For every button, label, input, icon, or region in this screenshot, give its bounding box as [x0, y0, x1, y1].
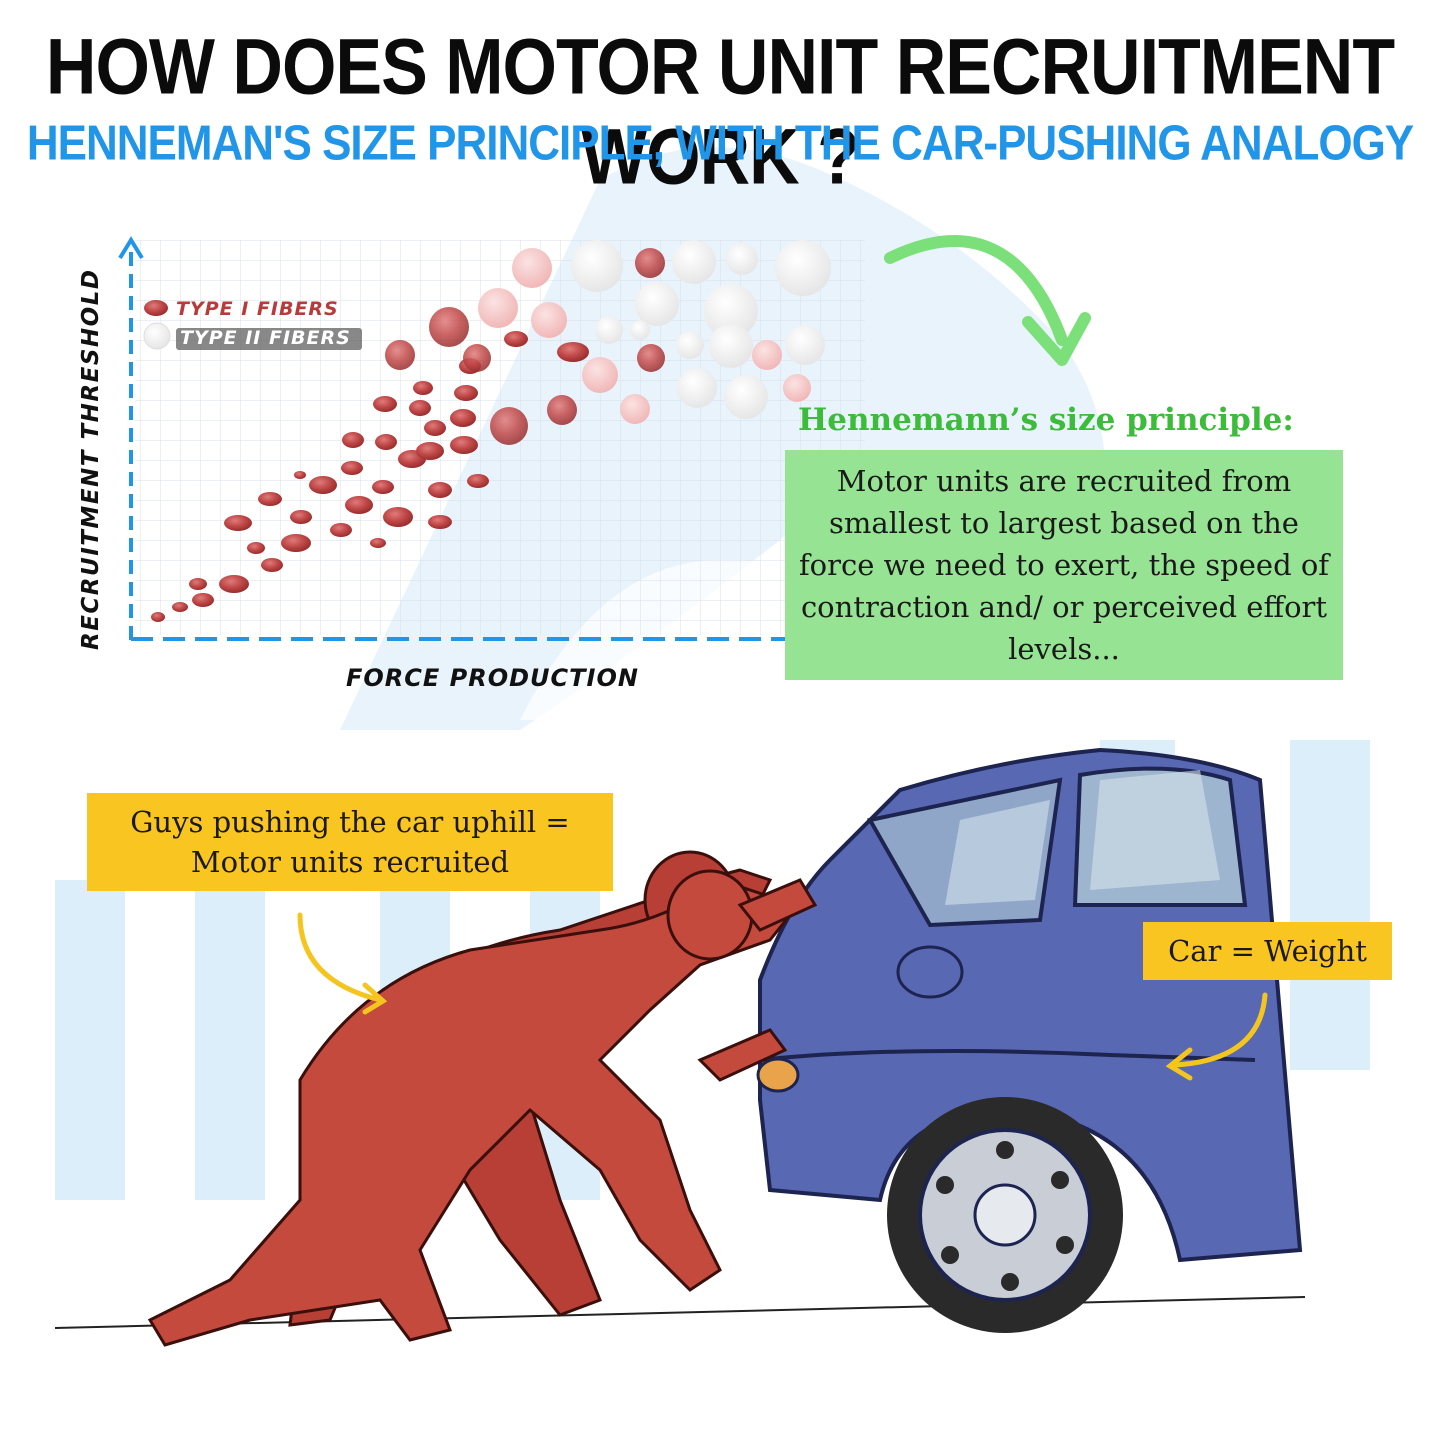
type1-fiber-dot — [189, 578, 207, 590]
type1-fiber-dot — [342, 432, 364, 448]
transition-fiber-dot — [531, 302, 567, 338]
type1-fiber-dot — [416, 442, 444, 460]
legend-swatch-type2 — [143, 322, 171, 350]
type1-fiber-dot — [372, 480, 394, 494]
type1-fiber-dot — [635, 248, 665, 278]
type1-fiber-dot — [385, 340, 415, 370]
type1-fiber-dot — [258, 492, 282, 506]
type1-fiber-dot — [375, 434, 397, 450]
green-curved-arrow — [884, 235, 1068, 346]
type1-fiber-dot — [490, 407, 528, 445]
green-arrow-head — [1022, 312, 1091, 366]
type1-fiber-dot — [330, 523, 352, 537]
type2-fiber-dot — [677, 368, 717, 408]
type1-fiber-dot — [281, 534, 311, 552]
y-axis-arrow — [118, 236, 144, 260]
type1-fiber-dot — [224, 515, 252, 531]
transition-fiber-dot — [512, 248, 552, 288]
type1-fiber-dot — [345, 496, 373, 514]
type1-fiber-dot — [429, 307, 469, 347]
ground-line — [54, 1296, 1306, 1329]
type1-fiber-dot — [557, 342, 589, 362]
type1-fiber-dot — [261, 558, 283, 572]
type1-fiber-dot — [450, 409, 476, 427]
type1-fiber-dot — [370, 538, 386, 548]
type1-fiber-dot — [219, 575, 249, 593]
type1-fiber-dot — [467, 474, 489, 488]
car-callout-box: Car = Weight — [1143, 922, 1392, 980]
principle-heading: Hennemann’s size principle: — [798, 402, 1294, 438]
type2-fiber-dot — [724, 375, 768, 419]
type1-fiber-dot — [504, 331, 528, 347]
principle-box: Motor units are recruited from smallest … — [785, 450, 1343, 680]
legend-type2-label: TYPE II FIBERS — [180, 327, 351, 349]
transition-fiber-dot — [582, 357, 618, 393]
men-callout-text: Guys pushing the car uphill = Motor unit… — [130, 805, 570, 879]
transition-fiber-dot — [752, 340, 782, 370]
principle-body: Motor units are recruited from smallest … — [798, 464, 1330, 666]
car-callout-arrowhead — [1165, 1047, 1193, 1081]
car-callout-text: Car = Weight — [1168, 934, 1367, 968]
type2-fiber-dot — [571, 240, 623, 292]
type2-fiber-dot — [672, 240, 716, 284]
type1-fiber-dot — [341, 461, 363, 475]
type1-fiber-dot — [373, 396, 397, 412]
x-axis-label: FORCE PRODUCTION — [346, 664, 639, 692]
type1-fiber-dot — [463, 344, 491, 372]
legend-swatch-type1 — [144, 300, 168, 316]
type1-fiber-dot — [424, 420, 446, 436]
type1-fiber-dot — [294, 471, 306, 479]
men-callout-arrow — [297, 912, 383, 1003]
type1-fiber-dot — [290, 510, 312, 524]
type1-fiber-dot — [428, 482, 452, 498]
fiber-dots — [151, 240, 831, 622]
car-wheel — [887, 1097, 1123, 1333]
men-callout-box: Guys pushing the car uphill = Motor unit… — [87, 793, 613, 891]
type1-fiber-dot — [409, 400, 431, 416]
type2-fiber-dot — [595, 316, 623, 344]
type1-fiber-dot — [192, 593, 214, 607]
men-callout-arrowhead — [362, 982, 388, 1015]
car-callout-arrow — [1172, 992, 1268, 1068]
type2-fiber-dot — [676, 331, 704, 359]
type2-fiber-dot — [726, 243, 758, 275]
type1-fiber-dot — [151, 612, 165, 622]
transition-fiber-dot — [620, 394, 650, 424]
legend-type1-label: TYPE I FIBERS — [176, 298, 339, 320]
type2-fiber-dot — [635, 282, 679, 326]
page-title: HOW DOES MOTOR UNIT RECRUITMENT WORK ? — [45, 23, 1395, 201]
page-subtitle: HENNEMAN'S SIZE PRINCIPLE, WITH THE CAR-… — [26, 116, 1414, 171]
type1-fiber-dot — [450, 436, 478, 454]
type1-fiber-dot — [547, 395, 577, 425]
recruitment-chart — [118, 235, 1091, 641]
type1-fiber-dot — [454, 385, 478, 401]
type2-fiber-dot — [785, 325, 825, 365]
transition-fiber-dot — [478, 288, 518, 328]
type2-fiber-dot — [775, 240, 831, 296]
type1-fiber-dot — [383, 507, 413, 527]
car — [756, 747, 1303, 1263]
type2-fiber-dot — [704, 284, 758, 338]
type1-fiber-dot — [309, 476, 337, 494]
transition-fiber-dot — [783, 374, 811, 402]
type2-fiber-dot — [709, 324, 753, 368]
type1-fiber-dot — [247, 542, 265, 554]
front-pusher — [147, 869, 818, 1347]
type1-fiber-dot — [428, 515, 452, 529]
type1-fiber-dot — [637, 344, 665, 372]
type1-fiber-dot — [172, 602, 188, 612]
type1-fiber-dot — [413, 381, 433, 395]
type2-fiber-dot — [630, 320, 650, 340]
legend-type2-bg — [176, 328, 362, 350]
